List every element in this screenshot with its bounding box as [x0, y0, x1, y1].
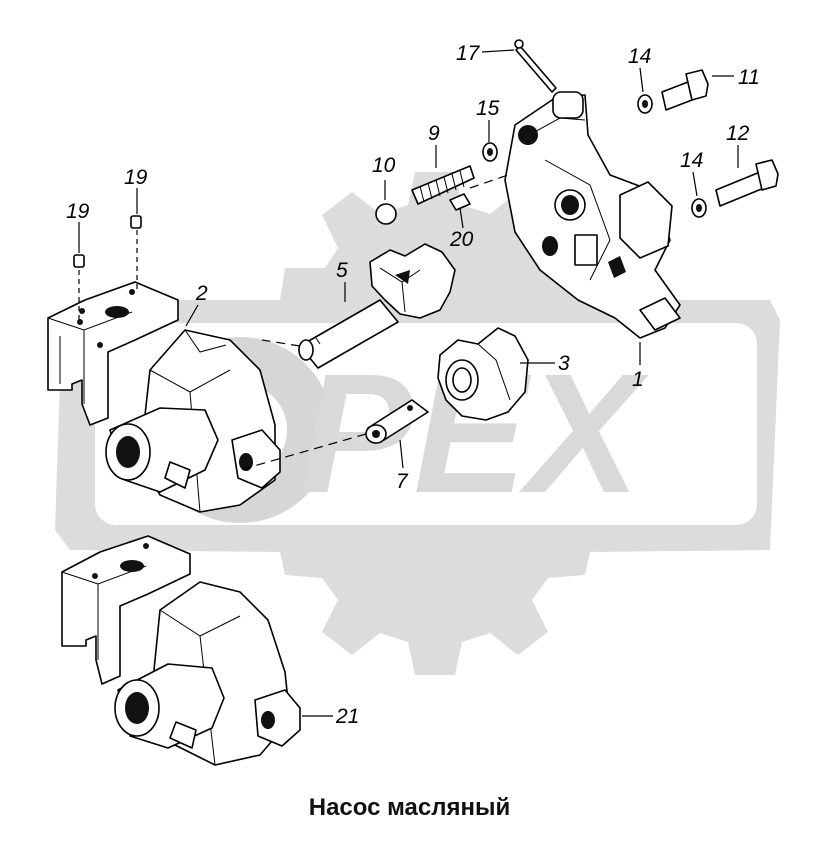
part-19-plug-left — [73, 254, 85, 268]
callout-17: 17 — [456, 42, 481, 65]
part-17-cotter-pin — [514, 39, 557, 93]
callout-1: 1 — [632, 368, 644, 391]
callout-19-left: 19 — [66, 200, 90, 223]
part-14-washer-top — [637, 94, 653, 114]
callout-10: 10 — [372, 154, 396, 177]
callout-14-top: 14 — [628, 45, 651, 68]
part-12-bolt — [715, 159, 779, 207]
part-7-axle — [239, 339, 429, 471]
callout-19-right: 19 — [124, 166, 148, 189]
callout-7: 7 — [396, 470, 409, 493]
leader-lines — [78, 49, 739, 717]
part-10-ball — [375, 203, 397, 225]
callout-12: 12 — [726, 122, 750, 145]
part-15-washer — [482, 142, 498, 162]
callout-15: 15 — [476, 97, 500, 120]
callout-14-bottom: 14 — [680, 149, 703, 172]
callout-20: 20 — [449, 228, 474, 251]
part-3-driven-gear — [437, 327, 529, 421]
part-14-washer-bottom — [691, 198, 707, 218]
part-1-pump-cover — [469, 91, 681, 339]
part-11-bolt — [661, 69, 709, 111]
part-19-plug-right — [130, 215, 142, 229]
callout-9: 9 — [428, 122, 440, 145]
callout-3: 3 — [558, 352, 570, 375]
part-20-plunger — [449, 193, 471, 211]
callouts: 1 2 3 5 7 9 10 11 12 14 14 15 17 19 19 2… — [66, 42, 760, 728]
part-21-pump-assembly — [61, 535, 301, 766]
callout-5: 5 — [336, 259, 348, 282]
callout-21: 21 — [335, 705, 359, 728]
callout-2: 2 — [195, 282, 208, 305]
part-2-pump-body — [47, 281, 281, 513]
diagram-caption: Насос масляный — [308, 794, 511, 821]
part-9-spring — [411, 165, 475, 205]
callout-11: 11 — [738, 66, 760, 89]
part-5-drive-gear-shaft — [298, 243, 456, 369]
